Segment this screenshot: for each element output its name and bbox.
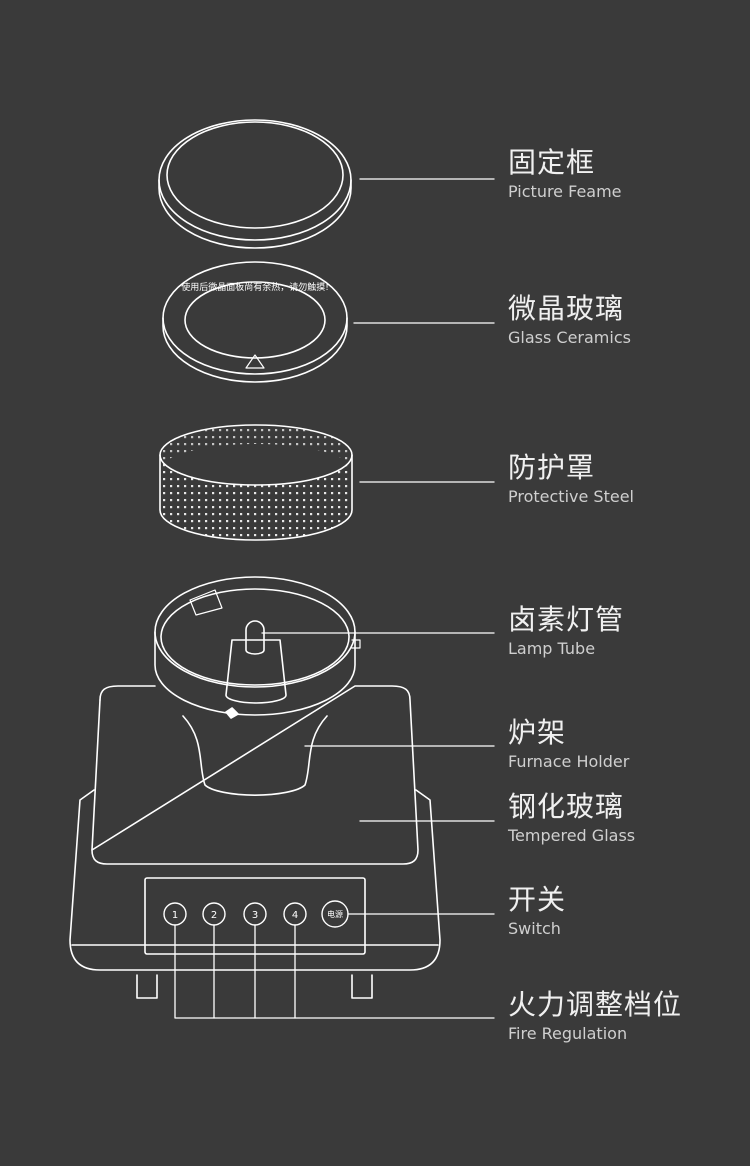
power-button[interactable]: 电源: [321, 900, 349, 928]
label-lamp-tube: 卤素灯管 Lamp Tube: [508, 603, 624, 659]
label-en: Furnace Holder: [508, 752, 630, 771]
warning-triangle-icon: [245, 354, 265, 369]
label-glass-ceramics: 微晶玻璃 Glass Ceramics: [508, 292, 631, 348]
label-zh: 防护罩: [508, 451, 596, 484]
picture-frame: [158, 119, 352, 249]
label-en: Tempered Glass: [508, 826, 636, 845]
label-tempered-glass: 钢化玻璃 Tempered Glass: [508, 790, 635, 846]
label-zh: 火力调整档位: [508, 988, 683, 1021]
ceramic-ring-warning: 使用后微晶面板尚有余热，请勿触摸!: [181, 281, 329, 293]
label-en: Glass Ceramics: [508, 328, 631, 347]
label-zh: 钢化玻璃: [508, 790, 625, 823]
label-en: Protective Steel: [508, 487, 634, 506]
label-protective-steel: 防护罩 Protective Steel: [508, 451, 634, 507]
label-zh: 卤素灯管: [508, 603, 625, 636]
protective-steel: [159, 424, 353, 541]
label-en: Picture Feame: [508, 182, 622, 201]
halogen-lamp: [245, 620, 265, 655]
label-zh: 固定框: [508, 146, 596, 179]
label-en: Lamp Tube: [508, 639, 596, 658]
label-en: Fire Regulation: [508, 1024, 628, 1043]
label-switch: 开关 Switch: [508, 883, 566, 939]
svg-text:4: 4: [292, 910, 298, 921]
heat-button-1[interactable]: 1: [163, 902, 187, 926]
svg-text:3: 3: [252, 910, 258, 921]
label-zh: 开关: [508, 883, 567, 916]
label-fire-regulation: 火力调整档位 Fire Regulation: [508, 988, 682, 1044]
label-picture-frame: 固定框 Picture Feame: [508, 146, 622, 202]
glass-ceramics: [162, 261, 348, 383]
heat-button-4[interactable]: 4: [283, 902, 307, 926]
leader-lines: [174, 178, 495, 1019]
label-furnace-holder: 炉架 Furnace Holder: [508, 716, 629, 772]
label-zh: 炉架: [508, 716, 567, 749]
lamp-holder: [154, 576, 361, 796]
svg-text:2: 2: [211, 910, 217, 921]
heat-button-3[interactable]: 3: [243, 902, 267, 926]
svg-text:电源: 电源: [327, 909, 343, 919]
svg-text:1: 1: [172, 910, 178, 921]
label-zh: 微晶玻璃: [508, 292, 625, 325]
label-en: Switch: [508, 919, 561, 938]
heat-button-2[interactable]: 2: [202, 902, 226, 926]
